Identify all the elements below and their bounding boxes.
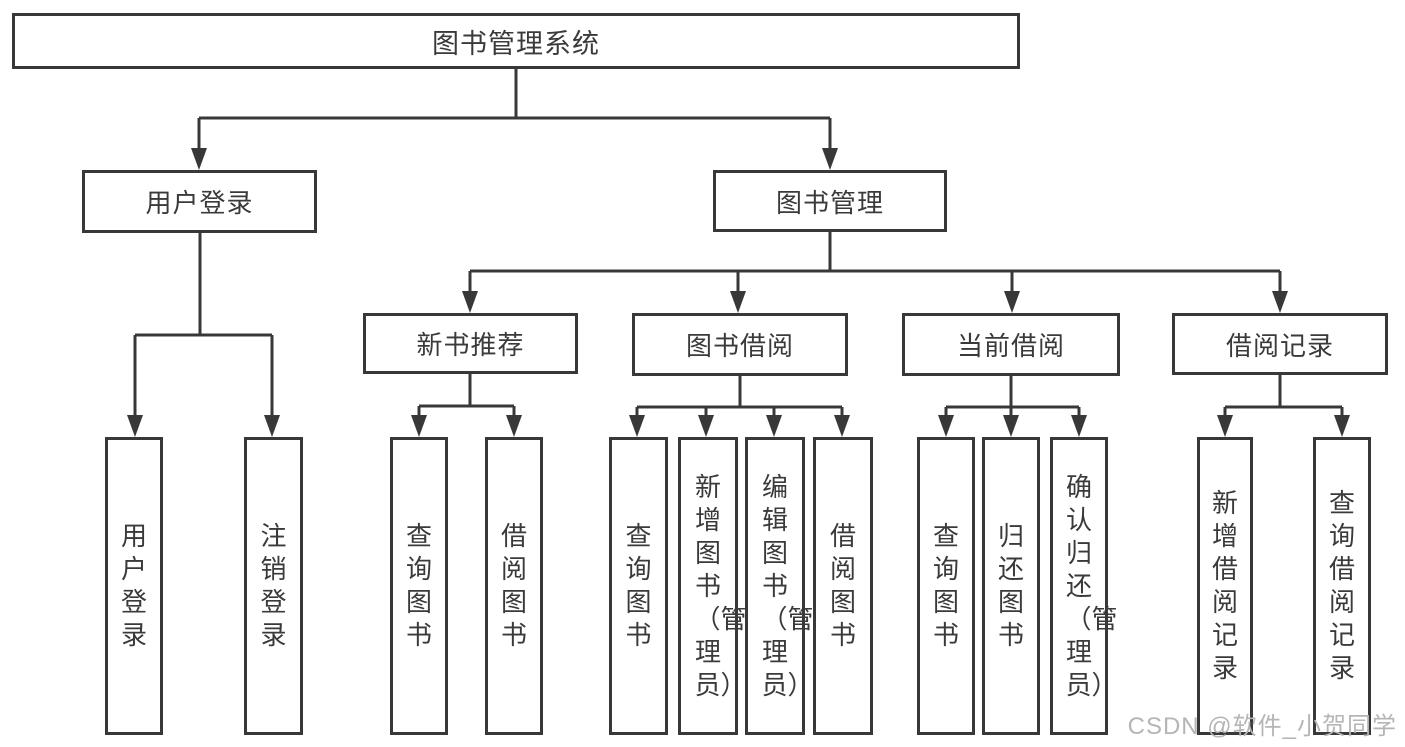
connector-current bbox=[944, 376, 1081, 418]
node-borrow: 图书借阅 bbox=[632, 313, 848, 376]
leaf-current-query-label: 查询图书 bbox=[932, 521, 959, 650]
node-new-books-label: 新书推荐 bbox=[416, 330, 525, 360]
leaf-borrow-query: 查询图书 bbox=[609, 437, 668, 735]
leaf-records-query: 查询借阅记录 bbox=[1313, 437, 1371, 735]
leaf-borrow-borrow: 借阅图书 bbox=[813, 437, 873, 735]
connector-book-mgmt bbox=[468, 232, 1282, 294]
connector-user-login bbox=[133, 233, 274, 418]
leaf-current-return: 归还图书 bbox=[982, 437, 1040, 735]
node-borrow-label: 图书借阅 bbox=[685, 331, 794, 361]
leaf-records-add-label: 新增借阅记录 bbox=[1211, 488, 1238, 683]
node-book-mgmt-label: 图书管理 bbox=[775, 187, 884, 218]
leaf-borrow-query-label: 查询图书 bbox=[625, 521, 652, 650]
leaf-borrow-edit-label: 编辑图书（管理员） bbox=[761, 471, 814, 700]
leaf-newbooks-borrow-label: 借阅图书 bbox=[500, 521, 527, 650]
connector-new-books bbox=[417, 374, 516, 418]
leaf-borrow-add: 新增图书（管理员） bbox=[678, 437, 747, 735]
leaf-current-return-label: 归还图书 bbox=[997, 521, 1024, 650]
leaf-borrow-borrow-label: 借阅图书 bbox=[829, 521, 856, 650]
leaf-current-confirm-label: 确认归还（管理员） bbox=[1065, 471, 1118, 700]
csdn-watermark: CSDN @软件_小贺同学 bbox=[1127, 713, 1397, 740]
connector-root bbox=[197, 69, 832, 151]
node-root-label: 图书管理系统 bbox=[432, 28, 600, 59]
arrowheads bbox=[127, 148, 1350, 437]
leaf-current-confirm: 确认归还（管理员） bbox=[1050, 437, 1118, 735]
node-book-mgmt: 图书管理 bbox=[713, 170, 947, 232]
leaf-newbooks-query: 查询图书 bbox=[390, 437, 448, 735]
node-current-label: 当前借阅 bbox=[956, 331, 1065, 361]
leaf-user-login-label: 用户登录 bbox=[120, 521, 147, 650]
node-records-label: 借阅记录 bbox=[1225, 330, 1334, 361]
leaf-newbooks-borrow: 借阅图书 bbox=[485, 437, 543, 735]
leaf-logout: 注销登录 bbox=[244, 437, 303, 735]
leaf-current-query: 查询图书 bbox=[917, 437, 975, 735]
leaf-borrow-edit: 编辑图书（管理员） bbox=[745, 437, 814, 735]
node-user-login-label: 用户登录 bbox=[145, 188, 254, 218]
node-new-books: 新书推荐 bbox=[363, 313, 578, 374]
leaf-newbooks-query-label: 查询图书 bbox=[405, 521, 432, 650]
leaf-user-login: 用户登录 bbox=[105, 437, 163, 735]
node-root: 图书管理系统 bbox=[12, 13, 1020, 69]
leaf-records-add: 新增借阅记录 bbox=[1197, 437, 1253, 735]
leaf-borrow-add-label: 新增图书（管理员） bbox=[694, 471, 747, 700]
leaf-records-query-label: 查询借阅记录 bbox=[1328, 488, 1355, 683]
node-current: 当前借阅 bbox=[902, 313, 1120, 376]
connector-borrow bbox=[635, 376, 844, 418]
node-user-login: 用户登录 bbox=[82, 170, 317, 233]
connector-records bbox=[1223, 375, 1344, 418]
leaf-logout-label: 注销登录 bbox=[260, 521, 287, 650]
node-records: 借阅记录 bbox=[1172, 313, 1388, 375]
